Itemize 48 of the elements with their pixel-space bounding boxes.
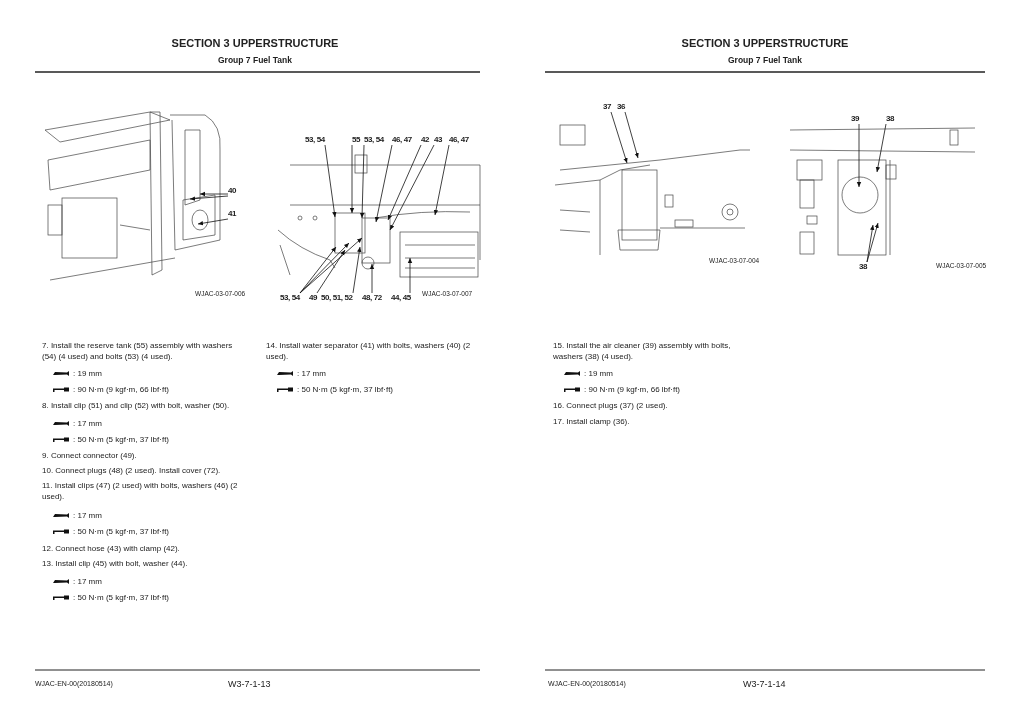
step-text: 16. Connect plugs (37) (2 used). <box>553 400 669 411</box>
step-text: 14. Install water separator (41) with bolts, washers (40) (2 used). <box>266 340 472 362</box>
wrench-size-text: : 17 mm <box>297 369 326 378</box>
callout-number: 43 <box>434 135 443 145</box>
wrench-size-text: : 17 mm <box>73 419 102 428</box>
page-number: W3-7-1-13 <box>228 679 271 689</box>
callout-number: 38 <box>859 262 868 272</box>
callout-number: 48, 72 <box>362 293 382 303</box>
callout-number: 53, 54 <box>280 293 300 303</box>
torque-value-text: : 50 N·m (5 kgf·m, 37 lbf·ft) <box>73 435 170 444</box>
callout-number: 49 <box>309 293 318 303</box>
torque-value-text: : 90 N·m (9 kgf·m, 66 lbf·ft) <box>584 385 681 394</box>
group-subheading: Group 7 Fuel Tank <box>218 55 292 65</box>
step-text: 17. Install clamp (36). <box>553 416 631 427</box>
callout-number: 55 <box>352 135 361 145</box>
torque-value-text: : 90 N·m (9 kgf·m, 66 lbf·ft) <box>73 385 170 394</box>
callout-number: 44, 45 <box>391 293 411 303</box>
callout-number: 39 <box>851 114 860 124</box>
callout-number: 53, 54 <box>305 135 325 145</box>
step-text: 12. Connect hose (43) with clamp (42). <box>42 543 181 554</box>
callout-number: 42 <box>421 135 430 145</box>
section-heading: SECTION 3 UPPERSTRUCTURE <box>681 37 849 49</box>
callout-number: 40 <box>228 186 237 196</box>
step-text: 11. Install clips (47) (2 used) with bolts, washers (46) (2 used). <box>42 480 239 502</box>
wrench-size-text: : 19 mm <box>584 369 613 378</box>
step-text: 9. Connect connector (49). <box>42 450 138 461</box>
callout-number: 50, 51, 52 <box>321 293 353 303</box>
callout-number: 46, 47 <box>449 135 469 145</box>
callout-number: 38 <box>886 114 895 124</box>
step-text: 7. Install the reserve tank (55) assembly with washers (54) (4 used) and bolts (53) (4 used). <box>42 340 234 362</box>
step-text: 10. Connect plugs (48) (2 used). Install cover (72). <box>42 465 222 476</box>
section-heading: SECTION 3 UPPERSTRUCTURE <box>171 37 339 49</box>
step-text: 13. Install clip (45) with bolt, washer (44). <box>42 558 189 569</box>
callout-number: 41 <box>228 209 237 219</box>
wrench-size-text: : 17 mm <box>73 511 102 520</box>
step-text: 8. Install clip (51) and clip (52) with bolt, washer (50). <box>42 400 231 411</box>
callout-number: 53, 54 <box>364 135 384 145</box>
callout-number: 46, 47 <box>392 135 412 145</box>
callout-number: 36 <box>617 102 626 112</box>
callout-number: 37 <box>603 102 612 112</box>
wrench-size-text: : 17 mm <box>73 577 102 586</box>
group-subheading: Group 7 Fuel Tank <box>728 55 802 65</box>
wrench-size-text: : 19 mm <box>73 369 102 378</box>
torque-value-text: : 50 N·m (5 kgf·m, 37 lbf·ft) <box>73 527 170 536</box>
step-text: 15. Install the air cleaner (39) assembly with bolts, washers (38) (4 used). <box>553 340 732 362</box>
page-number: W3-7-1-14 <box>743 679 786 689</box>
torque-value-text: : 50 N·m (5 kgf·m, 37 lbf·ft) <box>297 385 394 394</box>
torque-value-text: : 50 N·m (5 kgf·m, 37 lbf·ft) <box>73 593 170 602</box>
